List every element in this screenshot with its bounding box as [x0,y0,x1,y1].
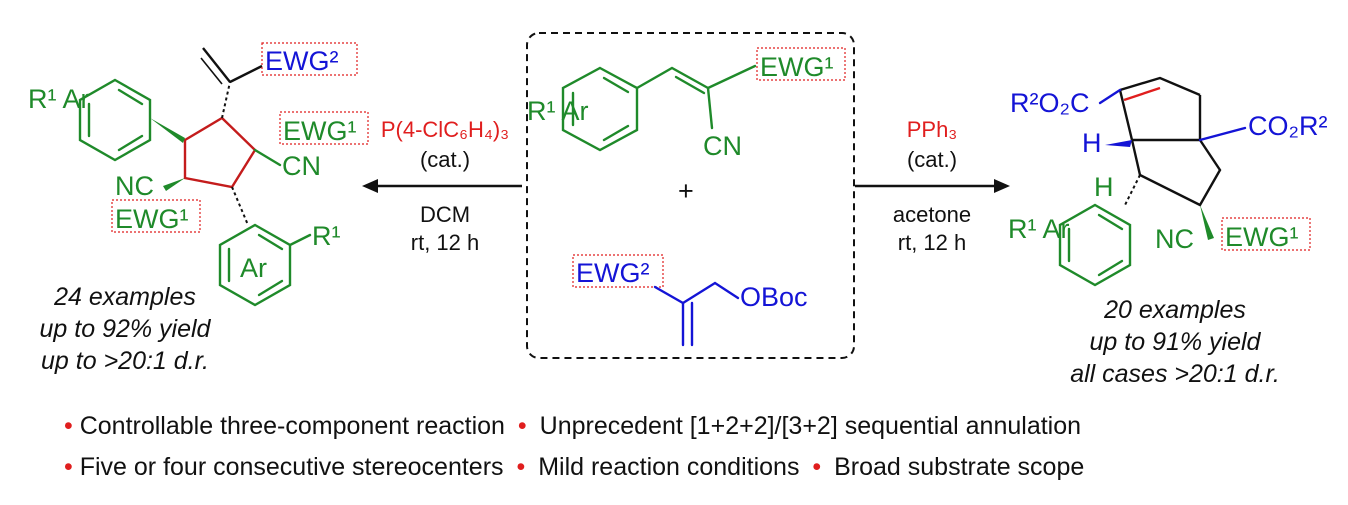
right-catalyst-note: (cat.) [907,147,957,172]
bullet-dot: • [518,412,527,440]
ewg1-highlight-box [756,47,846,81]
plus-sign: + [678,176,694,206]
left-nc: NC [115,171,154,201]
right-ester-right: CO₂R² [1248,111,1327,141]
right-catalyst: PPh₃ [907,117,958,142]
bullet-dot: • [64,453,73,481]
left-summary-1: 24 examples [53,283,196,311]
left-ewg1-bottom: EWG¹ [115,204,189,234]
highlights-line-2: • Five or four consecutive stereocenters… [64,453,1084,481]
highlight-1: Controllable three-component reaction [80,412,505,440]
alkene-cn-label: CN [703,131,742,161]
highlight-5: Broad substrate scope [834,453,1084,481]
mba-carbonate-reagent: EWG² OBoc [572,254,808,347]
reagent-box [526,32,855,359]
svg-text:• Controllable three-com: • Controllable three-component reaction … [64,412,1081,440]
left-conditions: rt, 12 h [411,230,479,255]
mba-ewg2-label: EWG² [576,258,650,288]
right-ewg1: EWG¹ [1225,222,1299,252]
right-arrow [855,179,1010,193]
left-cn: CN [282,151,321,181]
left-ewg1-box-bottom [111,199,201,233]
right-conditions: rt, 12 h [898,230,966,255]
right-nc: NC [1155,224,1194,254]
right-solvent: acetone [893,202,971,227]
alkene-aryl-label: R¹ Ar [527,96,589,126]
right-ester-left: R²O₂C [1010,88,1089,118]
right-aryl: R¹ Ar [1008,214,1070,244]
left-ewg2-box [261,42,358,76]
left-summary-2: up to 92% yield [40,315,212,343]
bullet-dot: • [64,412,73,440]
left-catalyst-note: (cat.) [420,147,470,172]
left-solvent: DCM [420,202,470,227]
left-ewg1-box-top [279,111,369,145]
left-top-aryl: R¹ Ar [28,84,90,114]
right-summary-2: up to 91% yield [1090,328,1262,356]
highlight-2: Unprecedent [1+2+2]/[3+2] sequential ann… [540,412,1081,440]
left-bottom-r1: R¹ [312,221,341,251]
right-summary-3: all cases >20:1 d.r. [1070,360,1280,388]
highlights-line-1: • Controllable three-component reaction … [64,412,1081,440]
left-bottom-ar: Ar [240,253,267,283]
mba-oboc-label: OBoc [740,282,808,312]
left-product-structure: EWG² EWG¹ CN NC EWG¹ Ar R¹ R¹ Ar [28,42,369,307]
highlight-4: Mild reaction conditions [538,453,799,481]
highlight-3: Five or four consecutive stereocenters [80,453,504,481]
right-ewg1-box [1221,217,1311,251]
right-summary-1: 20 examples [1103,296,1246,324]
bullet-dot: • [516,453,525,481]
left-arrow [362,179,522,193]
left-summary-3: up to >20:1 d.r. [41,347,209,375]
bullet-dot: • [812,453,821,481]
right-product-structure: R²O₂C CO₂R² H H R¹ Ar NC EWG¹ [1008,76,1327,287]
left-catalyst: P(4-ClC₆H₄)₃ [381,117,509,142]
svg-text:• Five or four consecuti: • Five or four consecutive stereocenters… [64,453,1084,481]
left-ewg1-top: EWG¹ [283,116,357,146]
aryl-alkene-reagent: R¹ Ar EWG¹ CN [527,47,846,161]
ewg2-highlight-box [572,254,664,288]
right-h-top: H [1082,128,1102,158]
left-ewg2: EWG² [265,46,339,76]
alkene-ewg1-label: EWG¹ [760,52,834,82]
right-h-bottom: H [1094,172,1114,202]
